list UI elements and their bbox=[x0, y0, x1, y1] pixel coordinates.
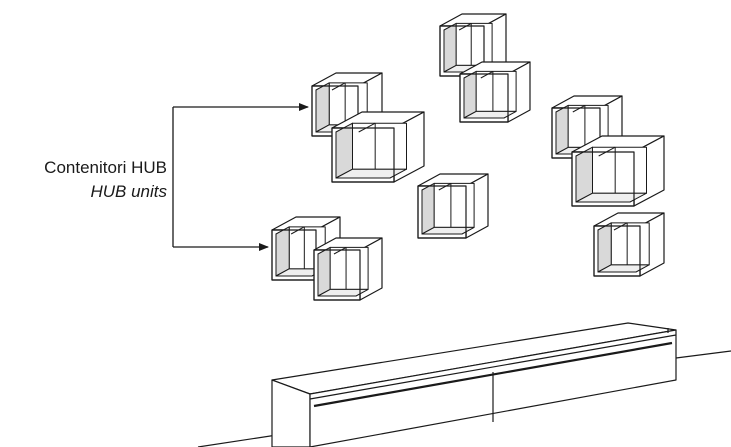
hub-unit-cluster-b-2 bbox=[459, 61, 531, 123]
callout-bracket bbox=[172, 103, 309, 251]
sideboard bbox=[271, 322, 677, 447]
hub-units bbox=[271, 13, 665, 301]
annotation-title: Contenitori HUB bbox=[44, 158, 167, 177]
annotation-subtitle: HUB units bbox=[90, 182, 167, 201]
hub-unit-cluster-e-1 bbox=[593, 212, 665, 277]
sideboard-side bbox=[271, 379, 311, 447]
hub-unit-cluster-a-2 bbox=[331, 111, 425, 183]
hub-unit-cluster-c-1 bbox=[417, 173, 489, 239]
hub-unit-cluster-f-2 bbox=[313, 237, 383, 301]
floor-line-right bbox=[675, 350, 731, 359]
hub-unit-cluster-d-2 bbox=[571, 135, 665, 207]
